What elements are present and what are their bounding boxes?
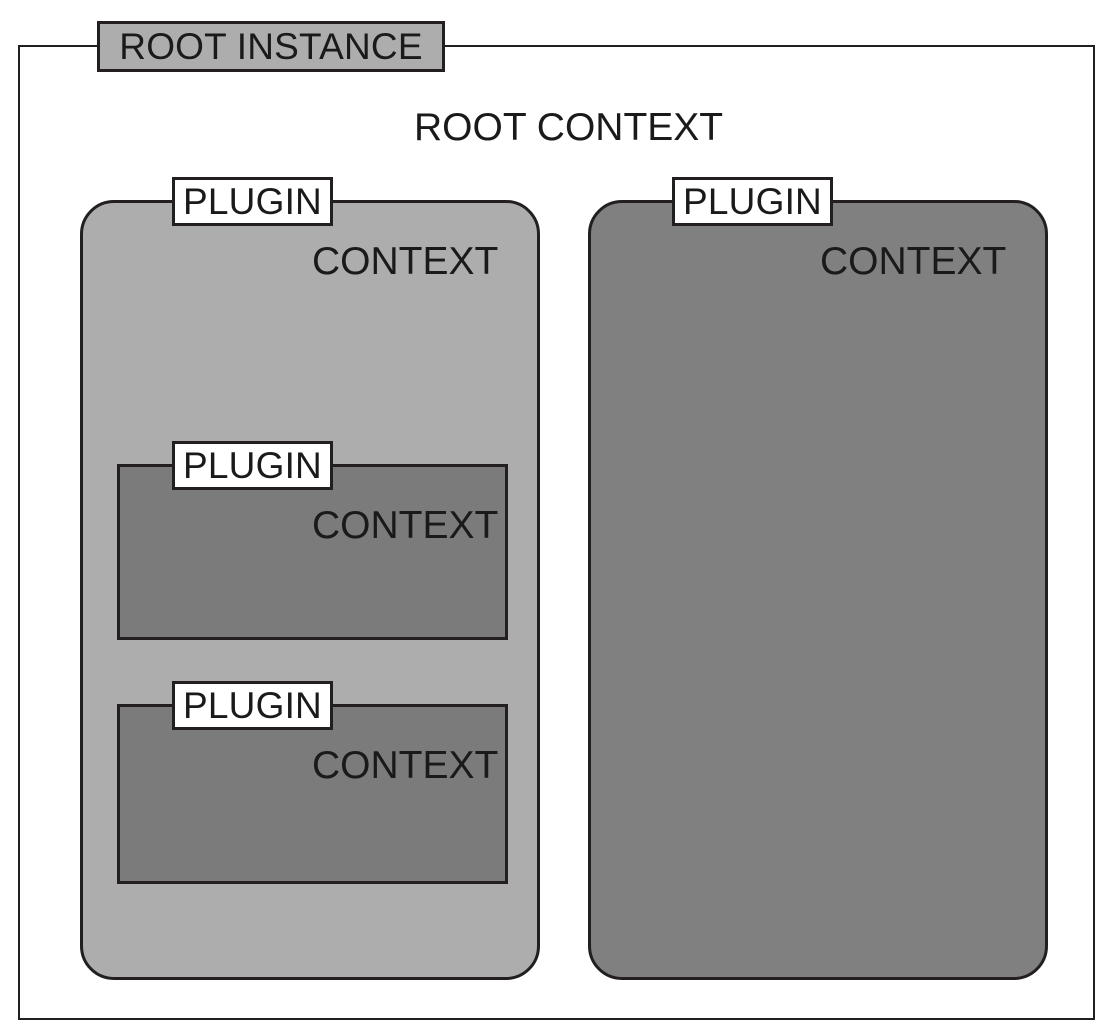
plugin-tag-nested-b: PLUGIN [172,681,333,730]
plugin-panel-right-context-label: CONTEXT [820,240,1007,283]
plugin-panel-left-context-label: CONTEXT [312,240,499,283]
plugin-panel-right [588,200,1048,980]
plugin-tag-nested-a: PLUGIN [172,441,333,490]
plugin-tag-right-panel: PLUGIN [672,177,833,226]
root-instance-frame [18,45,1095,1020]
nested-plugin-a-context-label: CONTEXT [312,504,499,547]
root-context-label: ROOT CONTEXT [414,106,724,149]
nested-plugin-b-context-label: CONTEXT [312,744,499,787]
nested-plugin-box-a [117,464,508,640]
plugin-tag-left-panel: PLUGIN [172,177,333,226]
nested-plugin-box-b [117,704,508,884]
root-instance-tag: ROOT INSTANCE [97,21,445,72]
